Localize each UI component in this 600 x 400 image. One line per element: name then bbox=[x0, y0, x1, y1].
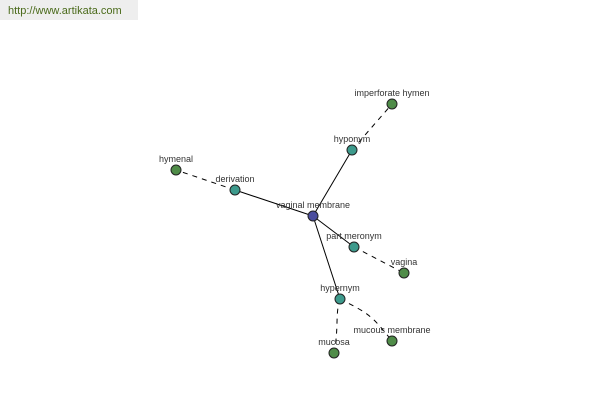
watermark-link[interactable]: http://www.artikata.com bbox=[0, 0, 138, 20]
leaf-node-label: vagina bbox=[391, 257, 418, 267]
relation-node-label: derivation bbox=[215, 174, 254, 184]
nodes: imperforate hymen hyponym hymenal derivatio… bbox=[159, 88, 431, 359]
edge-dashed bbox=[175, 169, 236, 191]
leaf-node[interactable]: hymenal bbox=[159, 154, 193, 176]
edge-solid bbox=[312, 149, 353, 217]
relation-node-dot[interactable] bbox=[348, 241, 360, 253]
edge-solid bbox=[234, 189, 314, 217]
relation-node[interactable]: part meronym bbox=[326, 231, 382, 253]
leaf-node[interactable]: mucosa bbox=[318, 337, 350, 359]
leaf-node-label: mucosa bbox=[318, 337, 350, 347]
relation-node[interactable]: hypernym bbox=[320, 283, 360, 305]
relation-node-label: part meronym bbox=[326, 231, 382, 241]
edge-dashed bbox=[351, 103, 393, 151]
leaf-node-dot[interactable] bbox=[328, 347, 340, 359]
relation-node-label: hyponym bbox=[334, 134, 371, 144]
edges bbox=[175, 103, 405, 354]
leaf-node-label: hymenal bbox=[159, 154, 193, 164]
leaf-node-dot[interactable] bbox=[170, 164, 182, 176]
relation-node-label: hypernym bbox=[320, 283, 360, 293]
center-node-label: vaginal membrane bbox=[276, 200, 350, 210]
center-node[interactable]: vaginal membrane bbox=[276, 200, 350, 222]
leaf-node[interactable]: vagina bbox=[391, 257, 418, 279]
edge-solid bbox=[312, 215, 341, 300]
leaf-node-label: imperforate hymen bbox=[354, 88, 429, 98]
leaf-node[interactable]: mucous membrane bbox=[353, 325, 431, 347]
relation-node[interactable]: hyponym bbox=[334, 134, 371, 156]
relation-node[interactable]: derivation bbox=[215, 174, 255, 196]
relation-node-dot[interactable] bbox=[346, 144, 358, 156]
center-node-dot[interactable] bbox=[307, 210, 319, 222]
leaf-node-dot[interactable] bbox=[386, 335, 398, 347]
relation-node-dot[interactable] bbox=[229, 184, 241, 196]
leaf-node-label: mucous membrane bbox=[353, 325, 430, 335]
edge-dashed bbox=[339, 298, 393, 342]
leaf-node[interactable]: imperforate hymen bbox=[354, 88, 430, 110]
edge-solid bbox=[312, 215, 355, 248]
relation-node-dot[interactable] bbox=[334, 293, 346, 305]
leaf-node-dot[interactable] bbox=[386, 98, 398, 110]
leaf-node-dot[interactable] bbox=[398, 267, 410, 279]
